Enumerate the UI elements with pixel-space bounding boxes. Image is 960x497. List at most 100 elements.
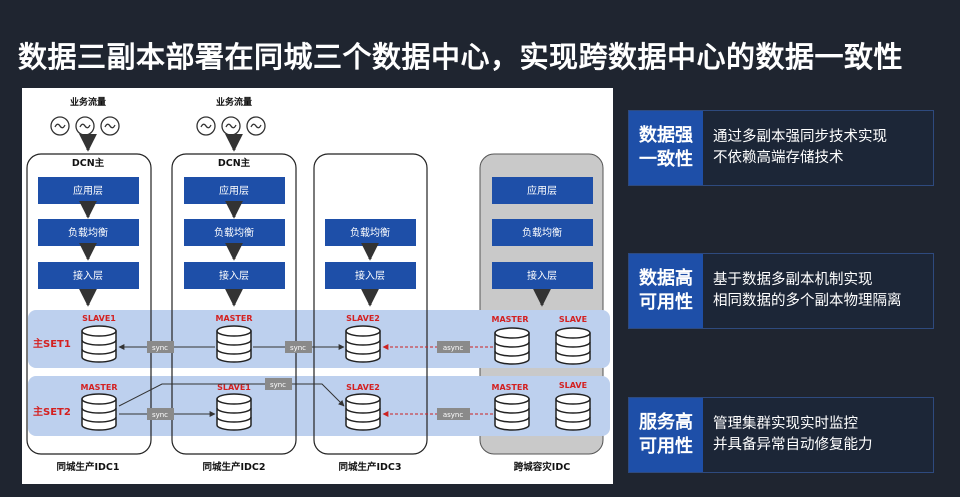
feature-tag-line: 一致性 [639,149,693,170]
role-label: SLAVE2 [346,383,380,392]
feature-desc-line: 不依赖高端存储技术 [713,150,844,166]
feature-card-service-availability: 服务高可用性 管理集群实现实时监控并具备异常自动修复能力 [628,397,934,473]
traffic-wave-icon [75,116,95,136]
role-label: MASTER [492,383,529,392]
lb-layer-label: 负载均衡 [68,226,108,239]
database-icon [494,393,530,431]
sync-tag [147,408,174,420]
architecture-diagram-panel: 业务流量 业务流量 DCN主 DCN主 应用层 负载均衡 接入层 应用层 负载均… [22,88,613,484]
sync-tag [147,341,174,353]
role-label: SLAVE1 [82,314,116,323]
feature-desc-line: 相同数据的多个副本物理隔离 [713,293,902,309]
idc2-outline [171,153,297,455]
async-tag-label: async [443,344,464,352]
database-icon [345,393,381,431]
set1-band [28,310,610,368]
database-icon [81,393,117,431]
idc1-outline [26,153,152,455]
async-tag [437,408,470,420]
set2-label: 主SET2 [33,405,71,418]
sync-tag-label: sync [152,411,168,419]
set2-band [28,376,610,436]
role-label: MASTER [216,314,253,323]
feature-tag-line: 数据强 [639,125,693,146]
architecture-diagram: 业务流量 业务流量 DCN主 DCN主 应用层 负载均衡 接入层 应用层 负载均… [26,96,610,473]
database-icon [555,327,591,365]
dcn-label: DCN主 [218,157,251,169]
access-layer-box [38,262,139,289]
app-layer-box [492,177,593,204]
database-icon [555,393,591,431]
feature-tag-line: 可用性 [639,436,693,457]
traffic-wave-icon [221,116,241,136]
role-label: SLAVE [559,315,587,324]
app-layer-label: 应用层 [73,184,103,197]
idc1-name: 同城生产IDC1 [56,461,119,473]
app-layer-box [38,177,139,204]
database-icon [494,327,530,365]
app-layer-label: 应用层 [219,184,249,197]
feature-desc-line: 通过多副本强同步技术实现 [713,129,887,145]
feature-card-data-availability: 数据高可用性 基于数据多副本机制实现相同数据的多个副本物理隔离 [628,253,934,329]
app-layer-label: 应用层 [527,184,557,197]
traffic-wave-icon [50,116,70,136]
traffic-wave-icon [196,116,216,136]
lb-layer-box [325,219,416,246]
feature-tag-line: 可用性 [639,292,693,313]
database-icon [81,325,117,363]
dr-idc-name: 跨城容灾IDC [514,461,570,473]
traffic-wave-icon [100,116,120,136]
idc3-name: 同城生产IDC3 [338,461,401,473]
lb-layer-label: 负载均衡 [350,226,390,239]
feature-description: 通过多副本强同步技术实现不依赖高端存储技术 [713,111,927,185]
lb-layer-label: 负载均衡 [214,226,254,239]
sync-tag [265,378,292,390]
access-layer-box [492,262,593,289]
traffic-wave-icon [246,116,266,136]
feature-tag-line: 数据高 [639,268,693,289]
idc2-name: 同城生产IDC2 [202,461,265,473]
access-layer-box [184,262,285,289]
lb-layer-box [184,219,285,246]
access-layer-label: 接入层 [219,269,249,282]
lb-layer-box [492,219,593,246]
page-title: 数据三副本部署在同城三个数据中心，实现跨数据中心的数据一致性 [18,40,904,74]
sync-tag-label: sync [290,344,306,352]
database-icon [216,325,252,363]
role-label: SLAVE [559,381,587,390]
feature-card-consistency: 数据强一致性 通过多副本强同步技术实现不依赖高端存储技术 [628,110,934,186]
sync-tag-label: sync [152,344,168,352]
feature-tag-line: 服务高 [639,412,693,433]
feature-tag: 服务高可用性 [629,398,703,472]
database-icon [216,393,252,431]
feature-desc-line: 管理集群实现实时监控 [713,416,858,432]
access-layer-box [325,262,416,289]
role-label: SLAVE1 [217,383,251,392]
sync-tag [285,341,312,353]
async-tag [437,341,470,353]
traffic-label: 业务流量 [216,96,252,108]
feature-tag: 数据强一致性 [629,111,703,185]
access-layer-label: 接入层 [527,269,557,282]
set1-label: 主SET1 [33,337,71,350]
feature-description: 基于数据多副本机制实现相同数据的多个副本物理隔离 [713,254,927,328]
app-layer-box [184,177,285,204]
access-layer-label: 接入层 [73,269,103,282]
idc3-outline [313,153,428,455]
feature-tag: 数据高可用性 [629,254,703,328]
role-label: SLAVE2 [346,314,380,323]
sync-tag-label: sync [270,381,286,389]
role-label: MASTER [492,315,529,324]
traffic-label: 业务流量 [70,96,106,108]
access-layer-label: 接入层 [355,269,385,282]
sync-arrow [118,383,345,407]
feature-desc-line: 并具备异常自动修复能力 [713,437,873,453]
role-label: MASTER [81,383,118,392]
async-tag-label: async [443,411,464,419]
dcn-label: DCN主 [72,157,105,169]
feature-description: 管理集群实现实时监控并具备异常自动修复能力 [713,398,927,472]
lb-layer-box [38,219,139,246]
lb-layer-label: 负载均衡 [522,226,562,239]
feature-desc-line: 基于数据多副本机制实现 [713,272,873,288]
database-icon [345,325,381,363]
